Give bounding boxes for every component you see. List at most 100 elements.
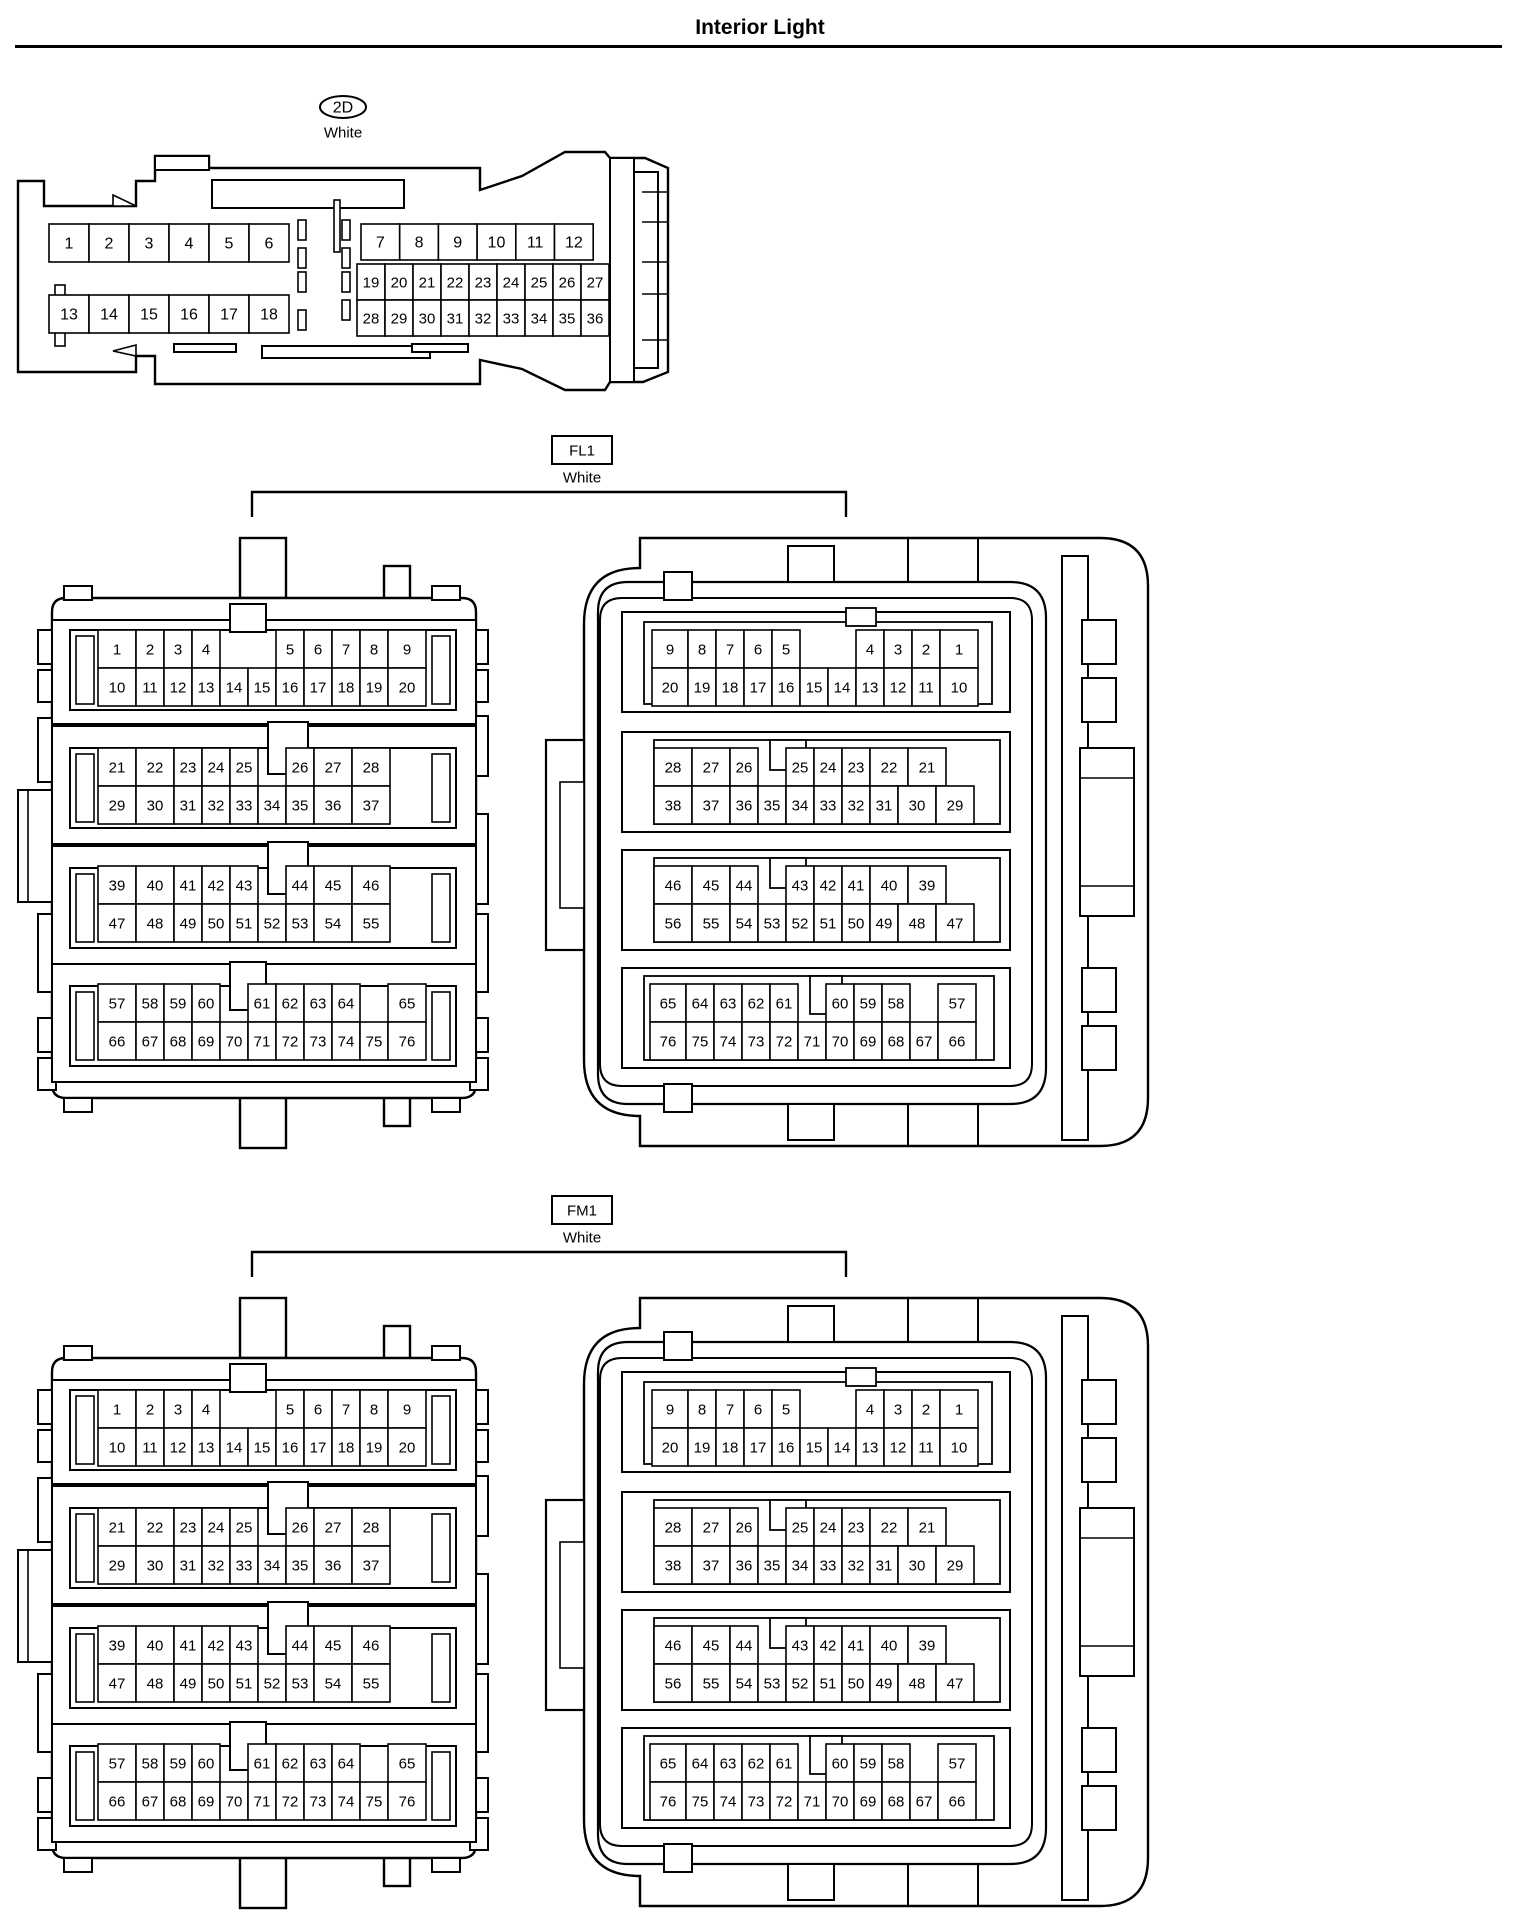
pin-cavity (937, 983, 977, 1023)
pin-cavity (827, 1427, 857, 1467)
pin-number: 62 (282, 996, 299, 1013)
pin-number: 43 (792, 878, 809, 895)
pin-cavity (939, 667, 979, 707)
pin-cavity (285, 785, 315, 825)
pin-number: 34 (531, 311, 548, 328)
pin-cavity (729, 1507, 759, 1547)
pin-number: 73 (748, 1794, 765, 1811)
pin-number: 40 (147, 1638, 164, 1655)
pin-number: 3 (894, 642, 902, 659)
pin-number: 18 (338, 1440, 355, 1457)
pin-number: 5 (286, 1402, 294, 1419)
pin-number: 17 (750, 680, 767, 697)
pin-number: 61 (776, 996, 793, 1013)
rim-window (1081, 1727, 1117, 1773)
pin-cavity (799, 1427, 829, 1467)
pin-cavity (97, 1545, 137, 1585)
pin-number: 57 (109, 996, 126, 1013)
pin-number: 52 (792, 1676, 809, 1693)
pin-number: 60 (198, 1756, 215, 1773)
pin-cavity (729, 1545, 759, 1585)
pin-cavity (729, 1625, 759, 1665)
pin-number: 2 (922, 642, 930, 659)
top-post (238, 1296, 288, 1360)
pin-number: 48 (909, 1676, 926, 1693)
pin-number: 15 (254, 680, 271, 697)
bottom-feature (663, 1083, 693, 1113)
pin-number: 3 (145, 236, 154, 253)
pin-cavity (387, 1389, 427, 1429)
pin-number: 56 (665, 1676, 682, 1693)
pin-number: 8 (698, 1402, 706, 1419)
pin-cavity (757, 903, 787, 943)
pin-number: 26 (292, 1520, 309, 1537)
pin-number: 14 (834, 1440, 851, 1457)
pin-number: 64 (338, 1756, 355, 1773)
pin-number: 71 (804, 1034, 821, 1051)
pin-cavity (285, 865, 315, 905)
pin-cavity (687, 1389, 717, 1429)
pin-cavity (743, 1427, 773, 1467)
pin-cavity (191, 667, 221, 707)
rim-window (1081, 1379, 1117, 1425)
bank-edge (75, 1633, 95, 1703)
pin-number: 59 (860, 1756, 877, 1773)
pin-number: 20 (662, 680, 679, 697)
pin-number: 60 (832, 996, 849, 1013)
pin-cavity (651, 1427, 689, 1467)
pin-number: 13 (60, 307, 78, 324)
pin-number: 29 (947, 798, 964, 815)
bank-edge (75, 873, 95, 943)
pin-number: 72 (282, 1034, 299, 1051)
pin-number: 44 (736, 1638, 753, 1655)
group-bracket (250, 490, 848, 517)
pin-number: 55 (363, 1676, 380, 1693)
pin-number: 47 (109, 1676, 126, 1693)
pin-cavity (173, 1545, 203, 1585)
pin-number: 30 (147, 1558, 164, 1575)
pin-number: 22 (447, 275, 464, 292)
pin-number: 23 (475, 275, 492, 292)
pin-cavity (524, 263, 554, 301)
pin-number: 13 (862, 680, 879, 697)
pin-number: 23 (848, 760, 865, 777)
pin-number: 5 (782, 1402, 790, 1419)
pin-number: 65 (399, 1756, 416, 1773)
polarization-key (341, 219, 351, 241)
pin-number: 15 (140, 307, 158, 324)
pin-number: 11 (918, 680, 934, 697)
pin-number: 31 (876, 1558, 893, 1575)
pin-cavity (135, 785, 175, 825)
rim-window (1081, 619, 1117, 665)
right-flange-inner (633, 171, 659, 369)
foot (63, 1857, 93, 1873)
pin-number: 39 (109, 1638, 126, 1655)
pin-cavity (437, 223, 478, 261)
key-notch (845, 607, 877, 627)
pin-cavity (909, 1781, 939, 1821)
pin-cavity (201, 1625, 231, 1665)
pin-cavity (359, 667, 389, 707)
pin-number: 27 (587, 275, 604, 292)
rim-latch (1079, 747, 1135, 917)
pin-number: 40 (147, 878, 164, 895)
pin-cavity (785, 1663, 815, 1703)
pin-number: 42 (208, 1638, 225, 1655)
pin-cavity (351, 1663, 391, 1703)
page-title: Interior Light (695, 16, 825, 39)
bottom-feature (787, 1863, 835, 1901)
pin-number: 8 (415, 235, 424, 252)
pin-cavity (229, 1663, 259, 1703)
pin-cavity (715, 667, 745, 707)
pin-number: 58 (888, 1756, 905, 1773)
pin-cavity (649, 1781, 687, 1821)
pin-cavity (496, 299, 526, 337)
polarization-key (297, 271, 307, 293)
pin-number: 67 (142, 1794, 159, 1811)
pin-number: 4 (185, 236, 194, 253)
pin-number: 68 (888, 1034, 905, 1051)
pin-number: 20 (662, 1440, 679, 1457)
pin-number: 32 (208, 798, 225, 815)
